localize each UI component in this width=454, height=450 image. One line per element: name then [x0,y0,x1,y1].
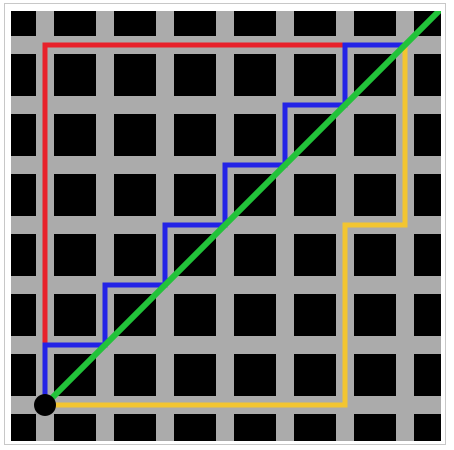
grid-diagram [11,11,441,441]
start-point [34,394,56,416]
red-path [42,42,408,408]
street-horizontal [11,96,441,114]
street-horizontal [11,336,441,354]
yellow-path [42,42,408,408]
paths [42,11,441,408]
endpoints [34,394,56,416]
street-horizontal [11,276,441,294]
green-path [42,11,441,408]
